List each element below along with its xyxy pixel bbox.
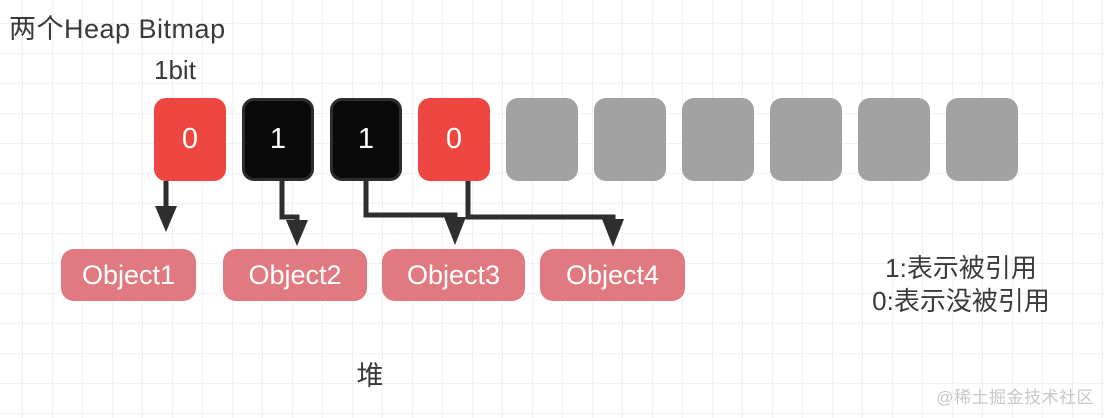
bit-cell-9	[946, 98, 1018, 181]
bit-cell-6	[682, 98, 754, 181]
bit-cell-7	[770, 98, 842, 181]
watermark: @稀土掘金技术社区	[936, 388, 1094, 407]
bitmap-row: 0 1 1 0	[154, 98, 1018, 181]
legend-line-referenced: 1:表示被引用	[885, 253, 1037, 283]
bit-cell-0: 0	[154, 98, 226, 181]
bit-width-label: 1bit	[154, 55, 196, 85]
bit-legend: 1:表示被引用 0:表示没被引用	[855, 252, 1067, 318]
bit-cell-8	[858, 98, 930, 181]
object-box-3: Object3	[382, 249, 525, 301]
bit-cell-2: 1	[330, 98, 402, 181]
object-box-2: Object2	[223, 249, 367, 301]
arrow-bit2-to-object3	[363, 181, 466, 245]
bit-cell-1: 1	[242, 98, 314, 181]
diagram-title: 两个Heap Bitmap	[9, 14, 226, 44]
bit-cell-4	[506, 98, 578, 181]
arrow-bit3-to-object4	[465, 181, 624, 247]
legend-line-unreferenced: 0:表示没被引用	[872, 286, 1050, 316]
heap-label: 堆	[356, 361, 384, 391]
object-box-4: Object4	[540, 249, 685, 301]
arrow-bit1-to-object2	[279, 181, 308, 246]
object-box-1: Object1	[61, 249, 196, 301]
bit-cell-3: 0	[418, 98, 490, 181]
arrow-bit0-to-object1	[155, 181, 177, 232]
bit-cell-5	[594, 98, 666, 181]
